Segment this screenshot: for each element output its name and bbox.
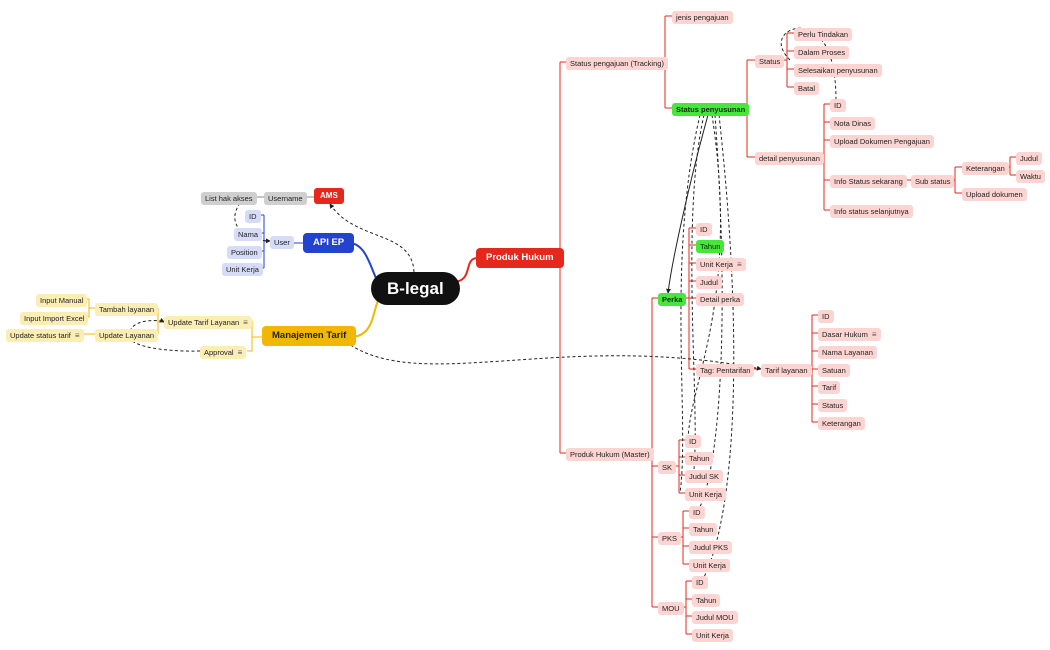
perka-detail[interactable]: Detail perka bbox=[696, 293, 745, 306]
status-pengajuan-node[interactable]: Status pengajuan (Tracking) bbox=[566, 57, 668, 70]
edge-root-ams bbox=[329, 203, 415, 273]
status-item[interactable]: Selesaikan penyusunan bbox=[794, 64, 882, 77]
perka-id[interactable]: ID bbox=[696, 223, 712, 236]
pks-item[interactable]: ID bbox=[689, 506, 705, 519]
tarif-keterangan[interactable]: Keterangan bbox=[818, 417, 865, 430]
user-unit-kerja[interactable]: Unit Kerja bbox=[222, 263, 263, 276]
list-hak-akses-node[interactable]: List hak akses bbox=[201, 192, 257, 205]
status-item[interactable]: Dalam Proses bbox=[794, 46, 850, 59]
perka-tahun[interactable]: Tahun bbox=[696, 240, 725, 253]
sk-item[interactable]: Judul SK bbox=[685, 470, 724, 483]
pks-node[interactable]: PKS bbox=[658, 532, 682, 545]
tag-pentarifan-node[interactable]: Tag: Pentarifan bbox=[696, 364, 755, 377]
notes-icon[interactable]: ≡ bbox=[237, 347, 243, 357]
tarif-satuan[interactable]: Satuan bbox=[818, 364, 850, 377]
edge-penyusunan-perka bbox=[666, 114, 709, 294]
notes-icon[interactable]: ≡ bbox=[736, 259, 742, 269]
sk-item[interactable]: ID bbox=[685, 435, 701, 448]
keterangan-judul[interactable]: Judul bbox=[1016, 152, 1042, 165]
update-tarif-layanan-node[interactable]: Update Tarif Layanan≡ bbox=[164, 316, 252, 329]
detail-penyusunan-node[interactable]: detail penyusunan bbox=[755, 152, 824, 165]
perka-unit-kerja-label: Unit Kerja bbox=[700, 259, 733, 269]
tarif-id[interactable]: ID bbox=[818, 310, 834, 323]
nota-dinas-node[interactable]: Nota Dinas bbox=[830, 117, 876, 130]
edge-update-loop bbox=[129, 317, 165, 332]
upload-dokumen-node[interactable]: Upload dokumen bbox=[962, 188, 1027, 201]
tarif-status[interactable]: Status bbox=[818, 399, 848, 412]
sk-item[interactable]: Unit Kerja bbox=[685, 488, 726, 501]
update-tarif-layanan-label: Update Tarif Layanan bbox=[168, 317, 240, 327]
approval-node[interactable]: Approval≡ bbox=[200, 346, 247, 359]
tarif-layanan-node[interactable]: Tarif layanan bbox=[761, 364, 812, 377]
keterangan-node[interactable]: Keterangan bbox=[962, 162, 1009, 175]
mou-item[interactable]: Tahun bbox=[692, 594, 721, 607]
user-id[interactable]: ID bbox=[245, 210, 261, 223]
sk-node[interactable]: SK bbox=[658, 461, 677, 474]
status-item[interactable]: Perlu Tindakan bbox=[794, 28, 853, 41]
status-item[interactable]: Batal bbox=[794, 82, 820, 95]
tarif-dasar-hukum[interactable]: Dasar Hukum≡ bbox=[818, 328, 881, 341]
perka-node[interactable]: Perka bbox=[658, 293, 687, 306]
edge-approval-update bbox=[125, 330, 201, 352]
edge-penyusunan-mou bbox=[701, 114, 735, 582]
user-position[interactable]: Position bbox=[227, 246, 262, 259]
info-status-selanjutnya-node[interactable]: Info status selanjutnya bbox=[830, 205, 913, 218]
mou-item[interactable]: Judul MOU bbox=[692, 611, 738, 624]
branch-api-ep[interactable]: API EP bbox=[303, 233, 355, 253]
connector-86 bbox=[247, 337, 253, 352]
input-import-excel-node[interactable]: Input Import Excel bbox=[20, 312, 89, 325]
tarif-tarif[interactable]: Tarif bbox=[818, 381, 841, 394]
sk-item[interactable]: Tahun bbox=[685, 452, 714, 465]
edge-status-id bbox=[811, 32, 837, 101]
status-node[interactable]: Status bbox=[755, 55, 785, 68]
username-node[interactable]: Username bbox=[264, 192, 307, 205]
tambah-layanan-node[interactable]: Tambah layanan bbox=[95, 303, 159, 316]
notes-icon[interactable]: ≡ bbox=[871, 329, 877, 339]
info-status-sekarang-node[interactable]: Info Status sekarang bbox=[830, 175, 907, 188]
approval-label: Approval bbox=[204, 347, 234, 357]
detail-id[interactable]: ID bbox=[830, 99, 846, 112]
produk-hukum-master-node[interactable]: Produk Hukum (Master) bbox=[566, 448, 654, 461]
user-node[interactable]: User bbox=[270, 236, 294, 249]
mou-item[interactable]: Unit Kerja bbox=[692, 629, 733, 642]
user-nama[interactable]: Nama bbox=[234, 228, 263, 241]
branch-ams[interactable]: AMS bbox=[314, 188, 344, 204]
tarif-dasar-hukum-label: Dasar Hukum bbox=[822, 329, 868, 339]
upload-dokumen-pengajuan-node[interactable]: Upload Dokumen Pengajuan bbox=[830, 135, 934, 148]
perka-judul[interactable]: Judul bbox=[696, 276, 722, 289]
pks-item[interactable]: Tahun bbox=[689, 523, 718, 536]
edge-penyusunan-unitsk bbox=[679, 114, 701, 494]
branch-manajemen-tarif[interactable]: Manajemen Tarif bbox=[262, 326, 357, 346]
tarif-nama-layanan[interactable]: Nama Layanan bbox=[818, 346, 877, 359]
mou-node[interactable]: MOU bbox=[658, 602, 684, 615]
pks-item[interactable]: Unit Kerja bbox=[689, 559, 730, 572]
branch-produk-hukum[interactable]: Produk Hukum bbox=[476, 248, 564, 268]
sub-status-node[interactable]: Sub status bbox=[911, 175, 955, 188]
mou-item[interactable]: ID bbox=[692, 576, 708, 589]
notes-icon[interactable]: ≡ bbox=[74, 330, 80, 340]
input-manual-node[interactable]: Input Manual bbox=[36, 294, 88, 307]
pks-item[interactable]: Judul PKS bbox=[689, 541, 733, 554]
keterangan-waktu[interactable]: Waktu bbox=[1016, 170, 1045, 183]
notes-icon[interactable]: ≡ bbox=[243, 317, 248, 327]
update-status-tarif-label: Update status tarif bbox=[10, 330, 71, 340]
update-layanan-node[interactable]: Update Layanan bbox=[95, 329, 159, 342]
status-penyusunan-node[interactable]: Status penyusunan bbox=[672, 103, 750, 116]
jenis-pengajuan-node[interactable]: jenis pengajuan bbox=[672, 11, 733, 24]
update-status-tarif-node[interactable]: Update status tarif≡ bbox=[6, 329, 84, 342]
perka-unit-kerja[interactable]: Unit Kerja≡ bbox=[696, 258, 746, 271]
root-node[interactable]: B-legal bbox=[371, 272, 460, 305]
